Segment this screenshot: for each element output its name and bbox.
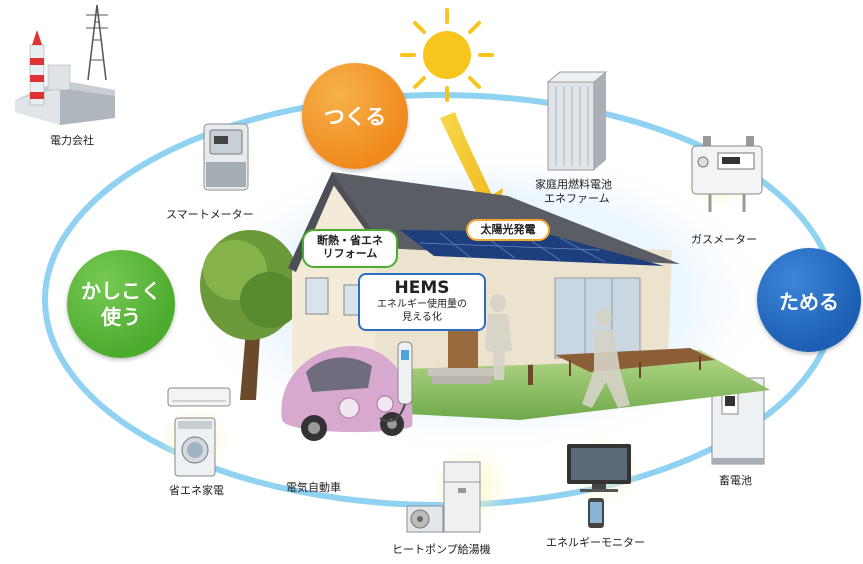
smart-use-label-line1: かしこく — [81, 279, 161, 303]
gas-meter-label: ガスメーター — [691, 233, 757, 246]
heat-pump-label: ヒートポンプ給湯機 — [392, 543, 491, 556]
smart-meter-label: スマートメーター — [166, 208, 254, 221]
hems-label-line2: 見える化 — [402, 312, 442, 323]
fuel-cell-icon — [546, 71, 608, 171]
smart-use-circle: かしこく 使う — [67, 250, 175, 358]
eco-appliances-icon — [167, 387, 231, 477]
people — [485, 294, 630, 408]
energy-monitor-label: エネルギーモニター — [546, 536, 645, 549]
hems-tag: HEMS エネルギー使用量の 見える化 — [358, 273, 486, 331]
power-company-icon — [15, 4, 115, 125]
make-circle: つくる — [302, 63, 408, 169]
fuel-cell-label-line2: エネファーム — [544, 192, 610, 205]
store-label: ためる — [779, 289, 839, 314]
smart-meter-icon — [203, 123, 249, 191]
insulation-label-line1: 断熱・省エネ — [317, 234, 383, 247]
solar-power-label: 太陽光発電 — [480, 223, 536, 236]
hems-label-line1: エネルギー使用量の — [377, 299, 467, 310]
tree-left — [200, 230, 300, 400]
hems-title: HEMS — [394, 278, 450, 298]
gas-meter-icon — [691, 136, 763, 212]
heat-pump-icon — [406, 461, 481, 533]
storage-battery-label: 畜電池 — [719, 474, 752, 487]
insulation-label-line2: リフォーム — [322, 247, 378, 260]
sun-icon — [400, 8, 494, 102]
power-company-label: 電力会社 — [50, 134, 94, 147]
store-circle: ためる — [757, 248, 861, 352]
insulation-tag: 断熱・省エネ リフォーム — [302, 229, 398, 268]
fuel-cell-label-line1: 家庭用燃料電池 — [535, 178, 612, 191]
smart-use-label-line2: 使う — [101, 305, 141, 329]
electric-car-icon — [281, 341, 413, 441]
solar-panel — [400, 230, 664, 266]
eco-appliances-label: 省エネ家電 — [169, 484, 224, 497]
solar-power-tag: 太陽光発電 — [466, 219, 550, 241]
electric-car-label: 電気自動車 — [286, 481, 341, 494]
make-label: つくる — [323, 105, 387, 129]
energy-monitor-icon — [567, 444, 631, 528]
